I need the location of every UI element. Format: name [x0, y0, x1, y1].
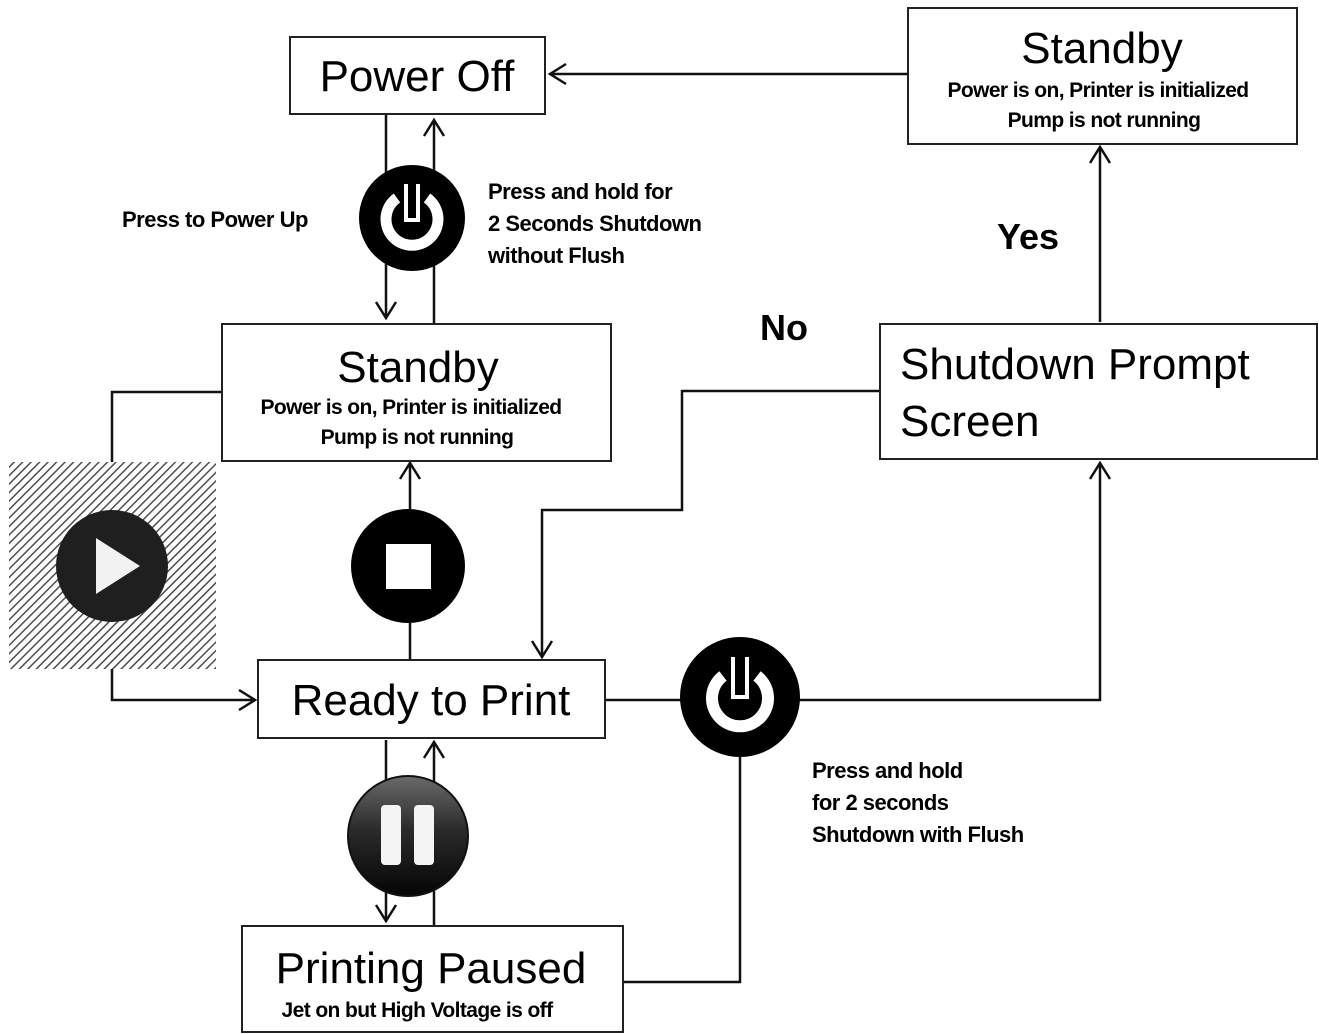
state-detail: Power is on, Printer is initialized — [947, 79, 1248, 102]
arrowhead — [374, 904, 398, 924]
state-detail: Power is on, Printer is initialized — [260, 396, 561, 419]
state-shutdown-prompt: Shutdown Prompt Screen — [879, 323, 1318, 460]
state-ready-to-print: Ready to Print — [257, 659, 606, 739]
state-standby-top: Standby Power is on, Printer is initiali… — [907, 7, 1298, 145]
state-printing-paused: Printing Paused Jet on but High Voltage … — [241, 925, 624, 1033]
stop-icon — [351, 509, 465, 623]
state-title: Ready to Print — [292, 676, 571, 725]
svg-text:for 2 seconds: for 2 seconds — [812, 790, 949, 815]
state-power-off: Power Off — [289, 36, 546, 115]
svg-text:Shutdown with Flush: Shutdown with Flush — [812, 822, 1024, 847]
decision-yes-label: Yes — [997, 216, 1059, 257]
note-hold-no-flush: Press and hold for 2 Seconds Shutdown wi… — [487, 179, 702, 268]
arrowhead — [530, 640, 554, 660]
play-icon-area — [9, 462, 216, 669]
svg-text:Press and hold: Press and hold — [812, 758, 963, 783]
svg-text:2 Seconds Shutdown: 2 Seconds Shutdown — [488, 211, 702, 236]
state-title: Standby — [1021, 24, 1182, 73]
state-title: Power Off — [320, 52, 516, 101]
state-standby-mid: Standby Power is on, Printer is initiali… — [221, 323, 612, 462]
svg-text:without Flush: without Flush — [487, 243, 625, 268]
power-icon — [359, 165, 465, 271]
state-detail: Pump is not running — [321, 426, 514, 449]
connector-paused-to-power — [624, 740, 742, 984]
note-power-up: Press to Power Up — [122, 207, 308, 232]
arrowhead — [238, 688, 258, 712]
state-title: Shutdown Prompt — [900, 340, 1250, 389]
state-title: Printing Paused — [276, 944, 587, 993]
arrowhead — [1088, 460, 1112, 480]
connector-ready-to-shutdown-prompt — [606, 463, 1102, 702]
svg-text:Press and hold for: Press and hold for — [488, 179, 673, 204]
arrowhead — [398, 460, 422, 480]
state-detail: Pump is not running — [1008, 109, 1201, 132]
arrowhead — [1088, 144, 1112, 164]
arrowhead — [374, 301, 398, 321]
connector-shutdown-no-to-ready — [540, 389, 880, 657]
state-title: Standby — [337, 343, 498, 392]
power-icon — [680, 637, 800, 757]
state-title: Screen — [900, 397, 1039, 446]
pause-icon — [347, 775, 469, 897]
arrowhead — [547, 62, 567, 86]
note-hold-flush: Press and hold for 2 seconds Shutdown wi… — [812, 758, 1024, 847]
state-detail: Jet on but High Voltage is off — [282, 999, 555, 1022]
arrowhead — [422, 739, 446, 759]
play-icon — [56, 510, 168, 622]
arrowhead — [422, 117, 446, 137]
decision-no-label: No — [760, 307, 808, 348]
